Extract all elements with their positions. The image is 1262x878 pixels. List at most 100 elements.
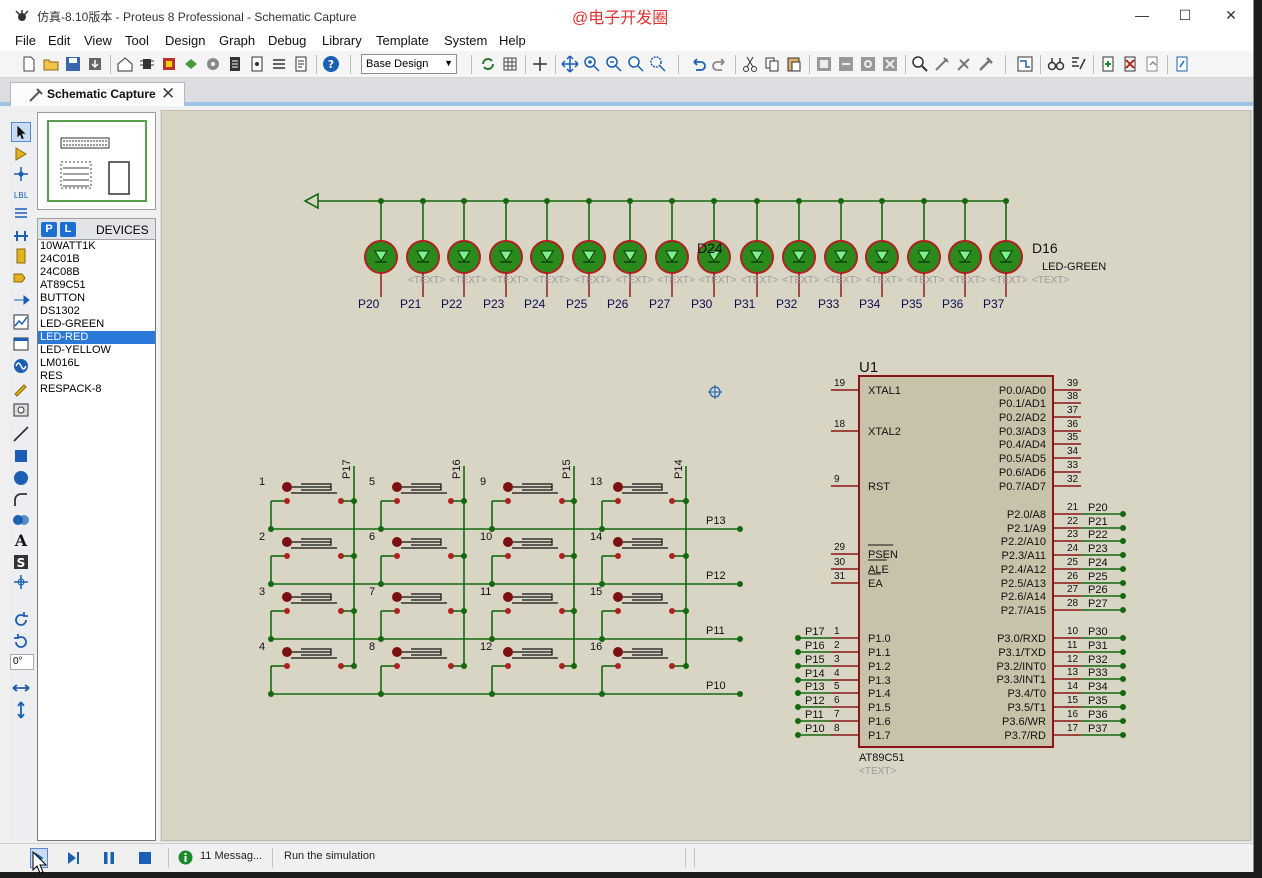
wire-autorouter-icon[interactable]	[1016, 55, 1034, 73]
remove-sheet-icon[interactable]	[1121, 55, 1139, 73]
path-tool-icon[interactable]	[11, 510, 31, 530]
text-tool-icon[interactable]: A	[11, 530, 31, 550]
terminal-icon[interactable]	[11, 268, 31, 288]
device-item[interactable]: LED-GREEN	[40, 318, 105, 330]
3d-view-icon[interactable]	[182, 55, 200, 73]
component-mode-icon[interactable]	[11, 144, 31, 164]
voltage-probe-icon[interactable]	[11, 378, 31, 398]
zoom-all-icon[interactable]	[627, 55, 645, 73]
wire-label-icon[interactable]: LBL	[11, 184, 31, 204]
box-tool-icon[interactable]	[11, 446, 31, 466]
pause-icon[interactable]	[100, 849, 118, 867]
origin-icon[interactable]	[531, 55, 549, 73]
net-terminal[interactable]	[737, 636, 743, 642]
menu-help[interactable]: Help	[499, 33, 526, 48]
import-icon[interactable]	[86, 55, 104, 73]
selection-mode-icon[interactable]	[11, 122, 31, 142]
button-actuator[interactable]	[282, 482, 292, 492]
arc-tool-icon[interactable]	[11, 490, 31, 510]
bom-icon[interactable]	[226, 55, 244, 73]
button-actuator[interactable]	[503, 537, 513, 547]
net-terminal[interactable]	[1120, 593, 1126, 599]
help-icon[interactable]: ?	[322, 55, 340, 73]
mcu-body[interactable]	[858, 375, 1054, 748]
net-terminal[interactable]	[795, 649, 801, 655]
line-tool-icon[interactable]	[11, 424, 31, 444]
copy-icon[interactable]	[763, 55, 781, 73]
button-actuator[interactable]	[282, 537, 292, 547]
menu-debug[interactable]: Debug	[268, 33, 307, 48]
new-file-icon[interactable]	[20, 55, 38, 73]
button-actuator[interactable]	[613, 647, 623, 657]
menu-view[interactable]: View	[84, 33, 112, 48]
minimize-icon[interactable]: —	[1135, 7, 1149, 23]
net-terminal[interactable]	[1120, 538, 1126, 544]
block-copy-icon[interactable]	[815, 55, 833, 73]
net-terminal[interactable]	[737, 526, 743, 532]
open-folder-icon[interactable]	[42, 55, 60, 73]
generator-mode-icon[interactable]	[11, 356, 31, 376]
net-terminal[interactable]	[1120, 566, 1126, 572]
device-item[interactable]: 24C08B	[40, 266, 80, 278]
device-item[interactable]: RESPACK-8	[40, 383, 102, 395]
button-actuator[interactable]	[503, 592, 513, 602]
device-item[interactable]: RES	[40, 370, 63, 382]
grid-icon[interactable]	[501, 55, 519, 73]
button-actuator[interactable]	[613, 482, 623, 492]
button-actuator[interactable]	[282, 647, 292, 657]
net-terminal[interactable]	[795, 677, 801, 683]
pan-icon[interactable]	[561, 55, 579, 73]
ground-terminal[interactable]	[303, 192, 319, 210]
net-terminal[interactable]	[1120, 552, 1126, 558]
tab-schematic-capture[interactable]: Schematic Capture ✕	[10, 82, 185, 106]
subcircuit-icon[interactable]	[11, 246, 31, 266]
redo-icon[interactable]	[711, 55, 729, 73]
virtual-instrument-icon[interactable]	[11, 400, 31, 420]
device-item-selected[interactable]: LED-RED	[38, 331, 155, 344]
zoom-in-icon[interactable]	[583, 55, 601, 73]
device-item[interactable]: LM016L	[40, 357, 80, 369]
net-terminal[interactable]	[1120, 690, 1126, 696]
menu-graph[interactable]: Graph	[219, 33, 256, 48]
maximize-icon[interactable]: ☐	[1178, 7, 1192, 23]
circle-tool-icon[interactable]	[11, 468, 31, 488]
make-device-icon[interactable]	[933, 55, 951, 73]
pcb-icon[interactable]	[160, 55, 178, 73]
net-terminal[interactable]	[1120, 676, 1126, 682]
button-actuator[interactable]	[392, 537, 402, 547]
message-count[interactable]: 11 Messag...	[200, 850, 263, 862]
menu-library[interactable]: Library	[322, 33, 362, 48]
zoom-area-icon[interactable]	[649, 55, 667, 73]
net-terminal[interactable]	[1120, 732, 1126, 738]
net-terminal[interactable]	[1120, 511, 1126, 517]
text-script-icon[interactable]	[11, 204, 31, 224]
menu-file[interactable]: File	[15, 33, 36, 48]
net-terminal[interactable]	[1120, 635, 1126, 641]
save-icon[interactable]	[64, 55, 82, 73]
button-actuator[interactable]	[613, 592, 623, 602]
library-manager-button[interactable]: L	[60, 222, 76, 237]
step-icon[interactable]	[64, 849, 82, 867]
design-explorer-icon[interactable]	[248, 55, 266, 73]
mirror-horizontal-icon[interactable]	[11, 678, 31, 698]
close-icon[interactable]: ✕	[1225, 7, 1237, 23]
net-terminal[interactable]	[1120, 649, 1126, 655]
rotate-anticlockwise-icon[interactable]	[11, 632, 31, 652]
net-terminal[interactable]	[1120, 525, 1126, 531]
button-actuator[interactable]	[613, 537, 623, 547]
block-rotate-icon[interactable]	[859, 55, 877, 73]
net-terminal[interactable]	[737, 581, 743, 587]
netlist-icon[interactable]	[1173, 55, 1191, 73]
zoom-out-icon[interactable]	[605, 55, 623, 73]
pick-devices-button[interactable]: P	[41, 222, 57, 237]
block-delete-icon[interactable]	[881, 55, 899, 73]
device-item[interactable]: 24C01B	[40, 253, 80, 265]
packaging-tool-icon[interactable]	[955, 55, 973, 73]
net-terminal[interactable]	[795, 663, 801, 669]
device-item[interactable]: AT89C51	[40, 279, 86, 291]
notes-icon[interactable]	[292, 55, 310, 73]
block-move-icon[interactable]	[837, 55, 855, 73]
